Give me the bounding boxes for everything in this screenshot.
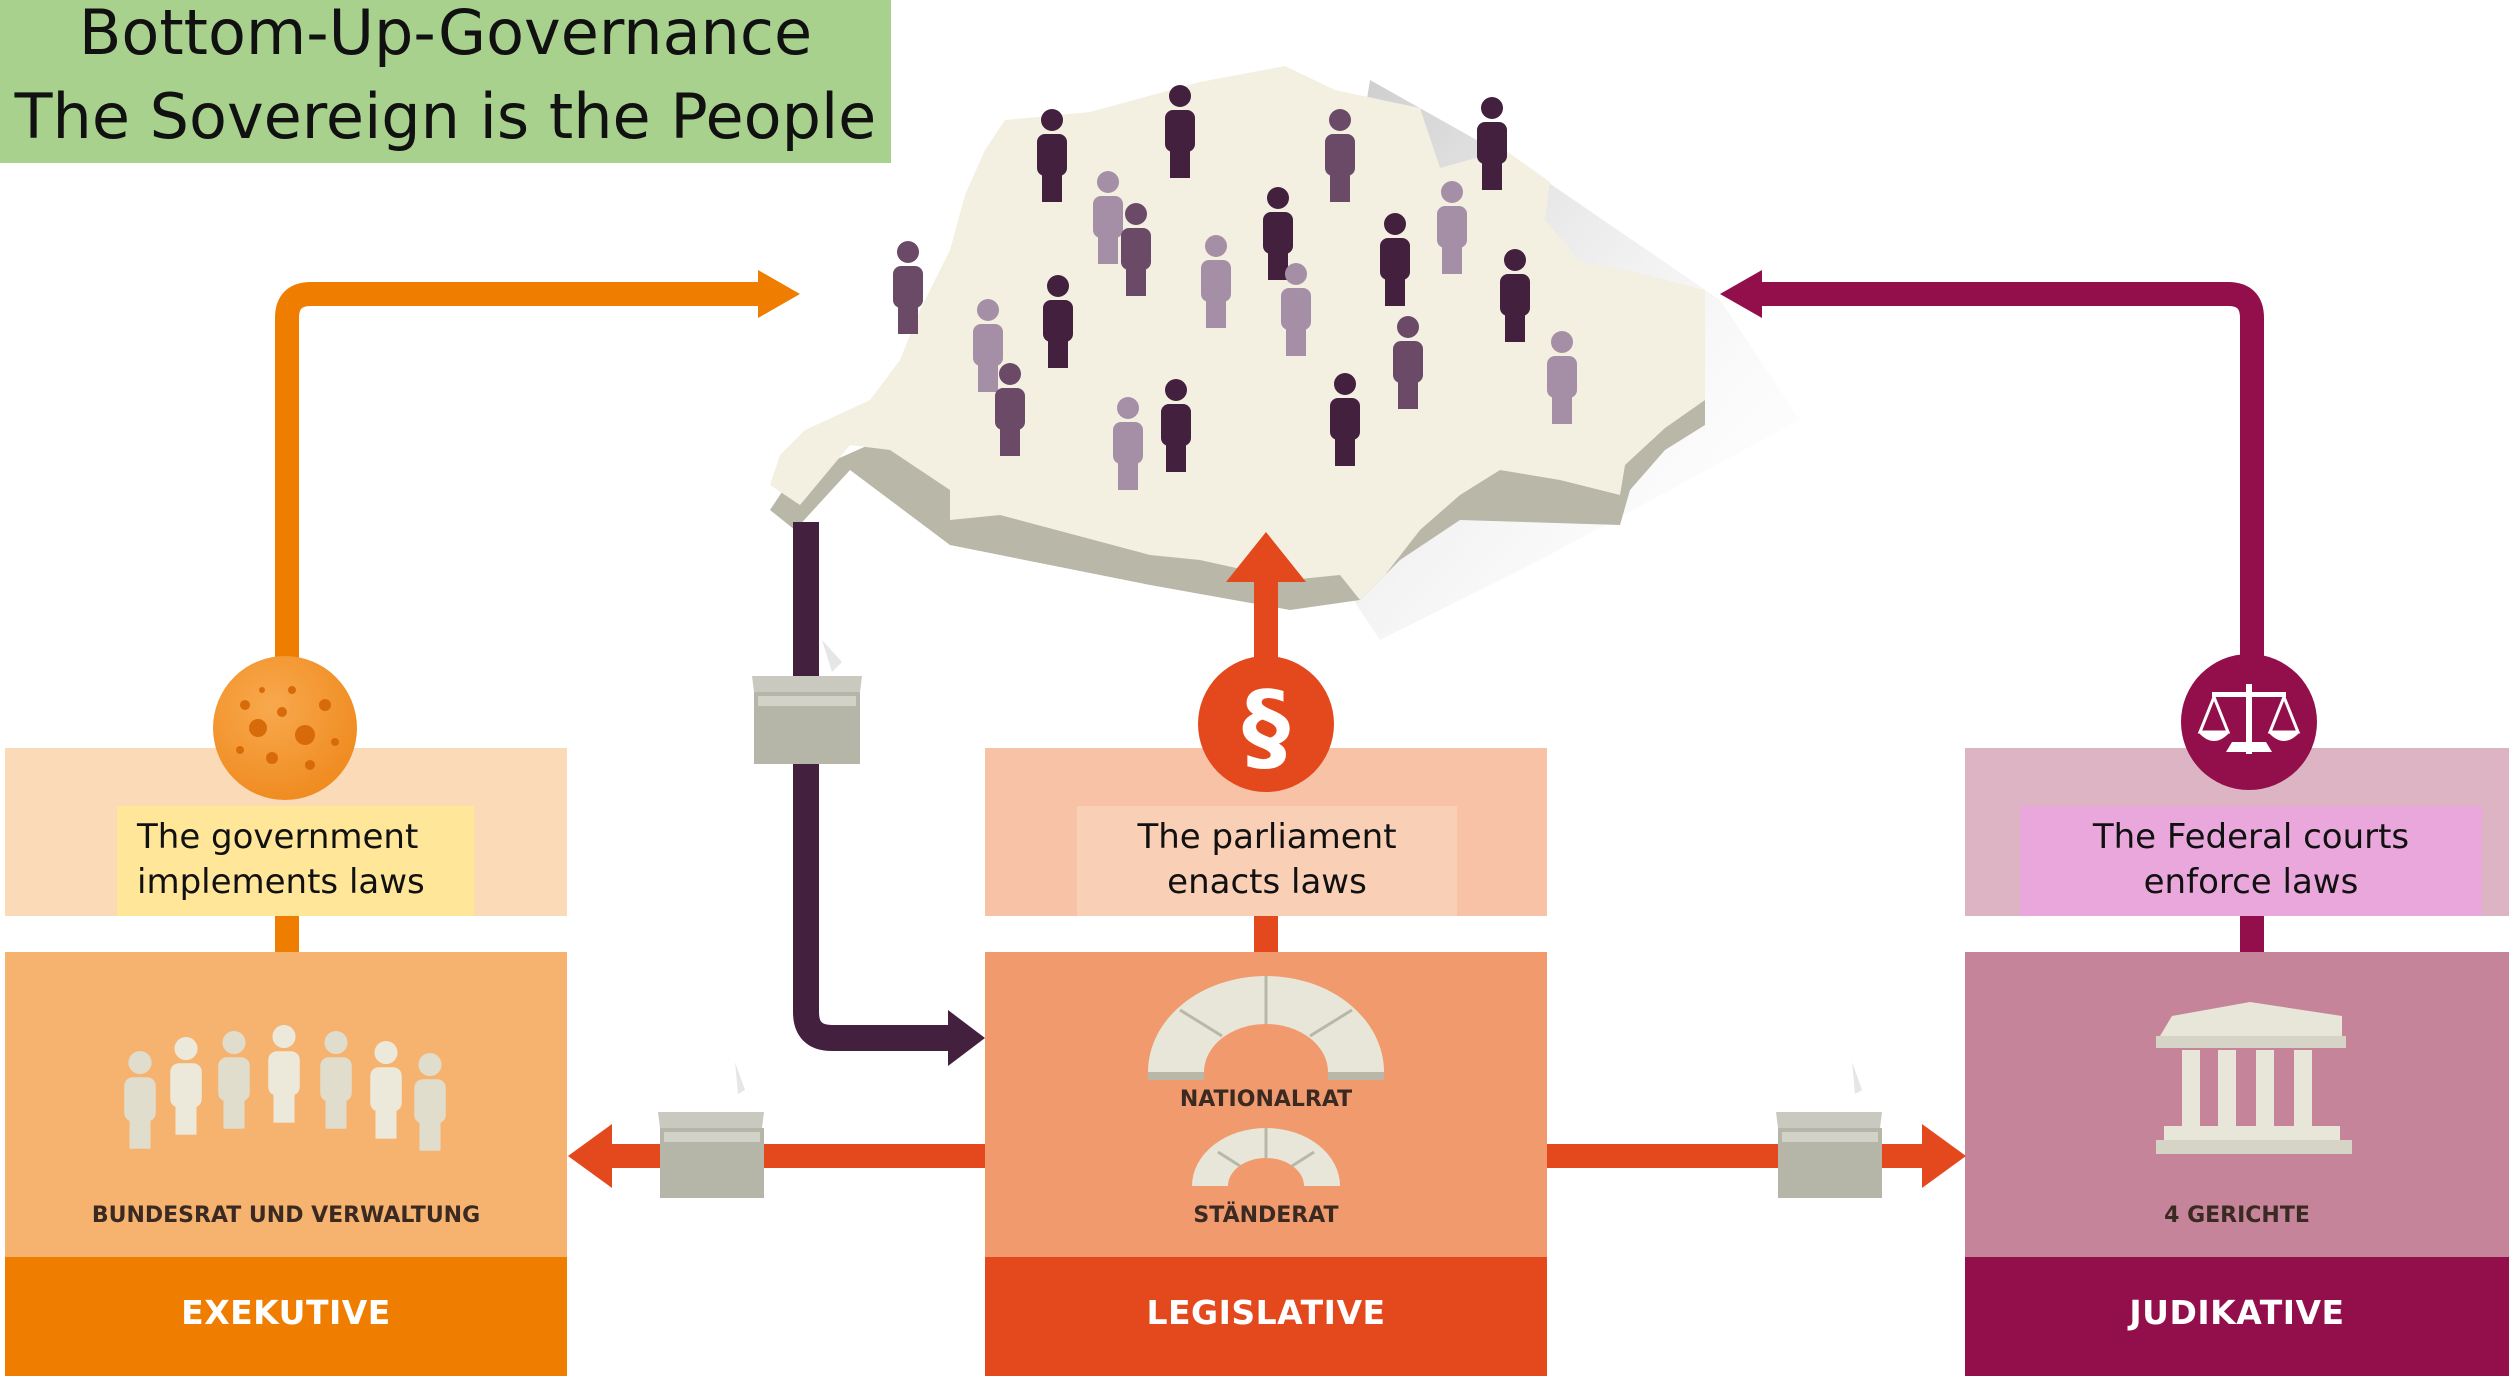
executive-desc-highlight [117,806,474,916]
person-figure [1121,203,1151,296]
people-vote-arrowhead [948,1010,985,1066]
executive-arrow [275,282,758,690]
person-figure [893,241,923,334]
ballot-box-icon [752,640,862,764]
council-figures-icon [124,1025,446,1151]
courthouse-icon [2156,1002,2352,1154]
executive-connector [275,916,299,952]
executive-desc-line-1: The government [137,817,419,857]
judicative-arrowhead [1720,270,1762,318]
scales-icon [2181,654,2317,790]
legislative-desc-line-1: The parliament [1137,817,1397,857]
legislative-desc-highlight [1077,806,1457,916]
person-figure [1325,109,1355,202]
parliament-chamber-icon [1192,1128,1340,1186]
legislative-connector [1254,916,1278,952]
person-figure [1161,379,1191,472]
cheese-icon [213,656,357,800]
person-figure [1477,97,1507,190]
ballot-box-icon [1776,1062,1882,1198]
person-figure [1393,316,1423,409]
legislative-to-judicative-arrowhead [1922,1124,1966,1188]
paragraph-symbol: § [1242,671,1290,783]
map-top [770,66,1705,600]
paragraph-icon: § [1198,656,1334,792]
people-group [893,85,1577,490]
executive-footer [5,1257,567,1376]
judicative-branch-label: JUDIKATIVE [2129,1293,2345,1332]
judicative-footer [1965,1257,2509,1376]
person-figure [1380,213,1410,306]
executive-description: The government implements laws [137,815,425,905]
executive-desc-line-2: implements laws [137,862,425,902]
judicative-desc-line-1: The Federal courts [2092,817,2410,857]
person-figure [995,363,1025,456]
council-figure [320,1031,352,1129]
parliament-chamber-icon [1148,976,1384,1080]
executive-branch-label: EXEKUTIVE [181,1293,391,1332]
people-vote-arrow [793,522,950,1051]
switzerland-map [770,66,1800,640]
council-figure [370,1041,402,1139]
staenderat-label: STÄNDERAT [1193,1203,1339,1228]
judicative-description: The Federal courts enforce laws [2020,815,2482,905]
title-line-2: The Sovereign is the People [14,80,877,153]
judicative-desc-highlight [2020,806,2482,916]
judicative-unit-label: 4 GERICHTE [2164,1203,2310,1228]
executive-unit-label: BUNDESRAT UND VERWALTUNG [91,1203,481,1228]
council-figure [218,1031,250,1129]
ballot-box-icon [658,1062,764,1198]
judicative-desc-line-2: enforce laws [2143,862,2359,902]
person-figure [1330,373,1360,466]
judicative-connector [2240,916,2264,952]
person-figure [1037,109,1067,202]
legislative-to-executive-arrowhead [568,1124,612,1188]
person-figure [1043,275,1073,368]
person-figure [1263,187,1293,280]
title-banner: Bottom-Up-Governance The Sovereign is th… [0,0,891,163]
judicative-arrow [1762,282,2264,690]
executive-arrowhead [758,270,800,318]
council-figure [124,1051,156,1149]
person-figure [1165,85,1195,178]
legislative-desc-line-2: enacts laws [1167,862,1367,902]
person-figure [1281,263,1311,356]
person-figure [1113,397,1143,490]
legislative-footer [985,1257,1547,1376]
council-figure [414,1053,446,1151]
person-figure [1437,181,1467,274]
legislative-description: The parliament enacts laws [1077,815,1457,905]
person-figure [1201,235,1231,328]
person-figure [1093,171,1123,264]
person-figure [973,299,1003,392]
person-figure [1500,249,1530,342]
judicative-body [1965,952,2509,1257]
council-figure [170,1037,202,1135]
legislative-branch-label: LEGISLATIVE [1146,1293,1386,1332]
title-line-1: Bottom-Up-Governance [78,0,813,69]
person-figure [1547,331,1577,424]
council-figure [268,1025,300,1123]
nationalrat-label: NATIONALRAT [1179,1087,1353,1112]
legislative-up-arrowhead [1226,532,1306,582]
